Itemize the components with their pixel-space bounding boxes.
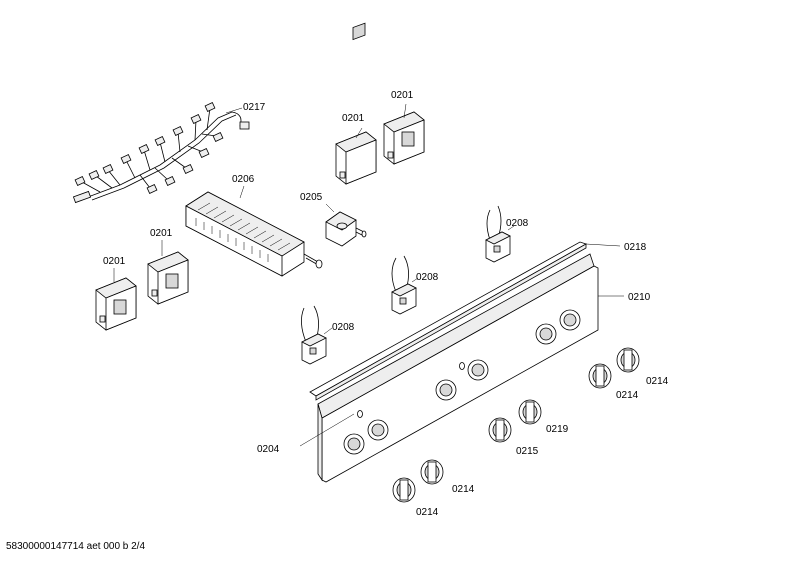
label-0206: 0206 bbox=[232, 174, 255, 185]
indicator-lamp bbox=[357, 410, 363, 418]
label-0214-l2: 0214 bbox=[416, 507, 439, 518]
label-0215: 0215 bbox=[516, 446, 539, 457]
label-0217: 0217 bbox=[243, 102, 266, 113]
knob-hole bbox=[435, 379, 457, 401]
control-knob bbox=[518, 399, 542, 425]
selector-switch bbox=[325, 203, 367, 247]
label-0219: 0219 bbox=[546, 424, 569, 435]
label-0214-l1: 0214 bbox=[452, 484, 475, 495]
relay-module bbox=[335, 22, 377, 185]
label-0205: 0205 bbox=[300, 192, 323, 203]
relay-module bbox=[147, 240, 189, 305]
terminal-block bbox=[185, 185, 323, 277]
control-knob bbox=[420, 459, 444, 485]
control-knob bbox=[588, 363, 612, 389]
thermostat-sensor bbox=[301, 305, 333, 365]
label-0201-a: 0201 bbox=[342, 113, 365, 124]
knob-hole bbox=[559, 309, 581, 331]
thermostat-sensor bbox=[391, 255, 419, 315]
label-0201-b: 0201 bbox=[391, 90, 414, 101]
relay-module bbox=[383, 103, 425, 165]
label-0204: 0204 bbox=[257, 444, 280, 455]
label-0214-r1: 0214 bbox=[646, 376, 669, 387]
knob-hole bbox=[467, 359, 489, 381]
trim-strip bbox=[309, 241, 621, 401]
label-0208-b: 0208 bbox=[416, 272, 439, 283]
drawing-number: 58300000147714 aet 000 b 2/4 bbox=[6, 541, 146, 552]
control-panel bbox=[299, 253, 624, 483]
knob-hole bbox=[367, 419, 389, 441]
label-0210: 0210 bbox=[628, 292, 651, 303]
label-0201-c: 0201 bbox=[150, 228, 173, 239]
control-knob bbox=[488, 417, 512, 443]
control-knob bbox=[616, 347, 640, 373]
thermostat-sensor bbox=[485, 205, 515, 263]
relay-module bbox=[95, 268, 137, 331]
knob-hole bbox=[343, 433, 365, 455]
label-0208-c: 0208 bbox=[332, 322, 355, 333]
label-0201-d: 0201 bbox=[103, 256, 126, 267]
wiring-harness bbox=[72, 102, 250, 204]
label-0208-a: 0208 bbox=[506, 218, 529, 229]
knob-hole bbox=[535, 323, 557, 345]
label-0218: 0218 bbox=[624, 242, 647, 253]
control-knob bbox=[392, 477, 416, 503]
label-0214-r2: 0214 bbox=[616, 390, 639, 401]
